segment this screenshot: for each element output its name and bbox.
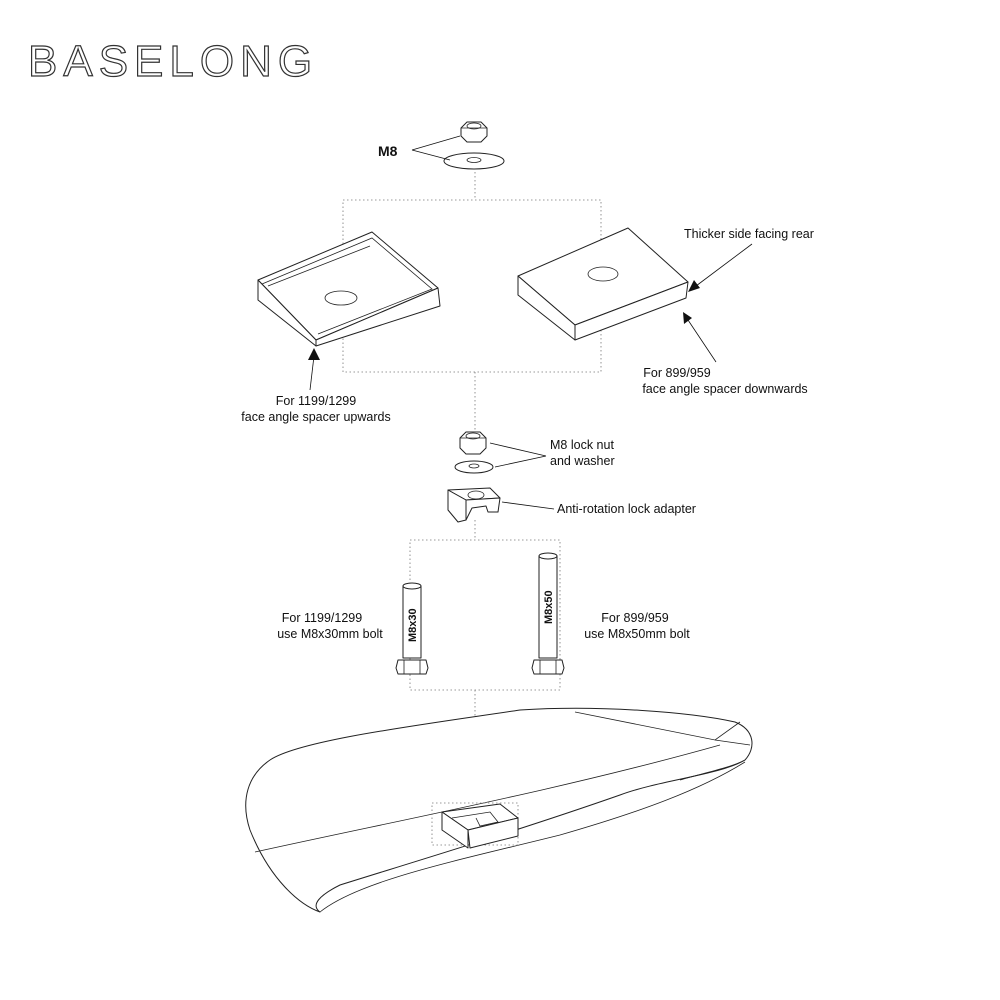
spacer-down-label-2: face angle spacer downwards <box>642 382 807 396</box>
spacer-down-label-1: For 899/959 <box>643 366 710 380</box>
spacer-up-label-1: For 1199/1299 <box>276 394 356 408</box>
spacer-up-arrow <box>308 348 320 360</box>
m8-lock-nut <box>459 431 487 455</box>
thicker-side-leader <box>695 243 753 287</box>
m8-lock-washer <box>454 460 494 474</box>
bolt30-marking: M8x30 <box>407 608 419 642</box>
m8-leader <box>411 135 461 161</box>
thicker-side-label: Thicker side facing rear <box>684 227 814 241</box>
m8-washer-top <box>443 152 505 170</box>
adapter-leader <box>501 501 555 510</box>
thicker-side-arrow <box>688 280 700 292</box>
bolt-m8x30: M8x30 <box>395 582 429 675</box>
spacer-down-arrow <box>683 312 692 324</box>
anti-rotation-adapter <box>447 487 501 523</box>
locknut-leader <box>489 442 547 468</box>
locknut-label-2: and washer <box>550 454 615 468</box>
adapter-slot <box>431 802 519 849</box>
adapter-label: Anti-rotation lock adapter <box>557 502 696 516</box>
locknut-label-1: M8 lock nut <box>550 438 614 452</box>
bolt50-label-2: use M8x50mm bolt <box>584 627 690 641</box>
bolt-m8x50: M8x50 <box>531 552 565 675</box>
bolt30-label-1: For 1199/1299 <box>282 611 362 625</box>
spacer-up-leader <box>309 355 315 391</box>
spacer-upwards <box>257 231 441 347</box>
spacer-downwards <box>517 227 689 341</box>
spacer-up-label-2: face angle spacer upwards <box>241 410 390 424</box>
m8-label: M8 <box>378 143 398 159</box>
brand-logo: BASELONG <box>28 37 318 86</box>
m8-nut-top <box>460 121 488 143</box>
bolt50-label-1: For 899/959 <box>601 611 668 625</box>
bolt50-marking: M8x50 <box>543 590 555 624</box>
spacer-down-leader <box>687 319 717 363</box>
bolt30-label-2: use M8x30mm bolt <box>277 627 383 641</box>
